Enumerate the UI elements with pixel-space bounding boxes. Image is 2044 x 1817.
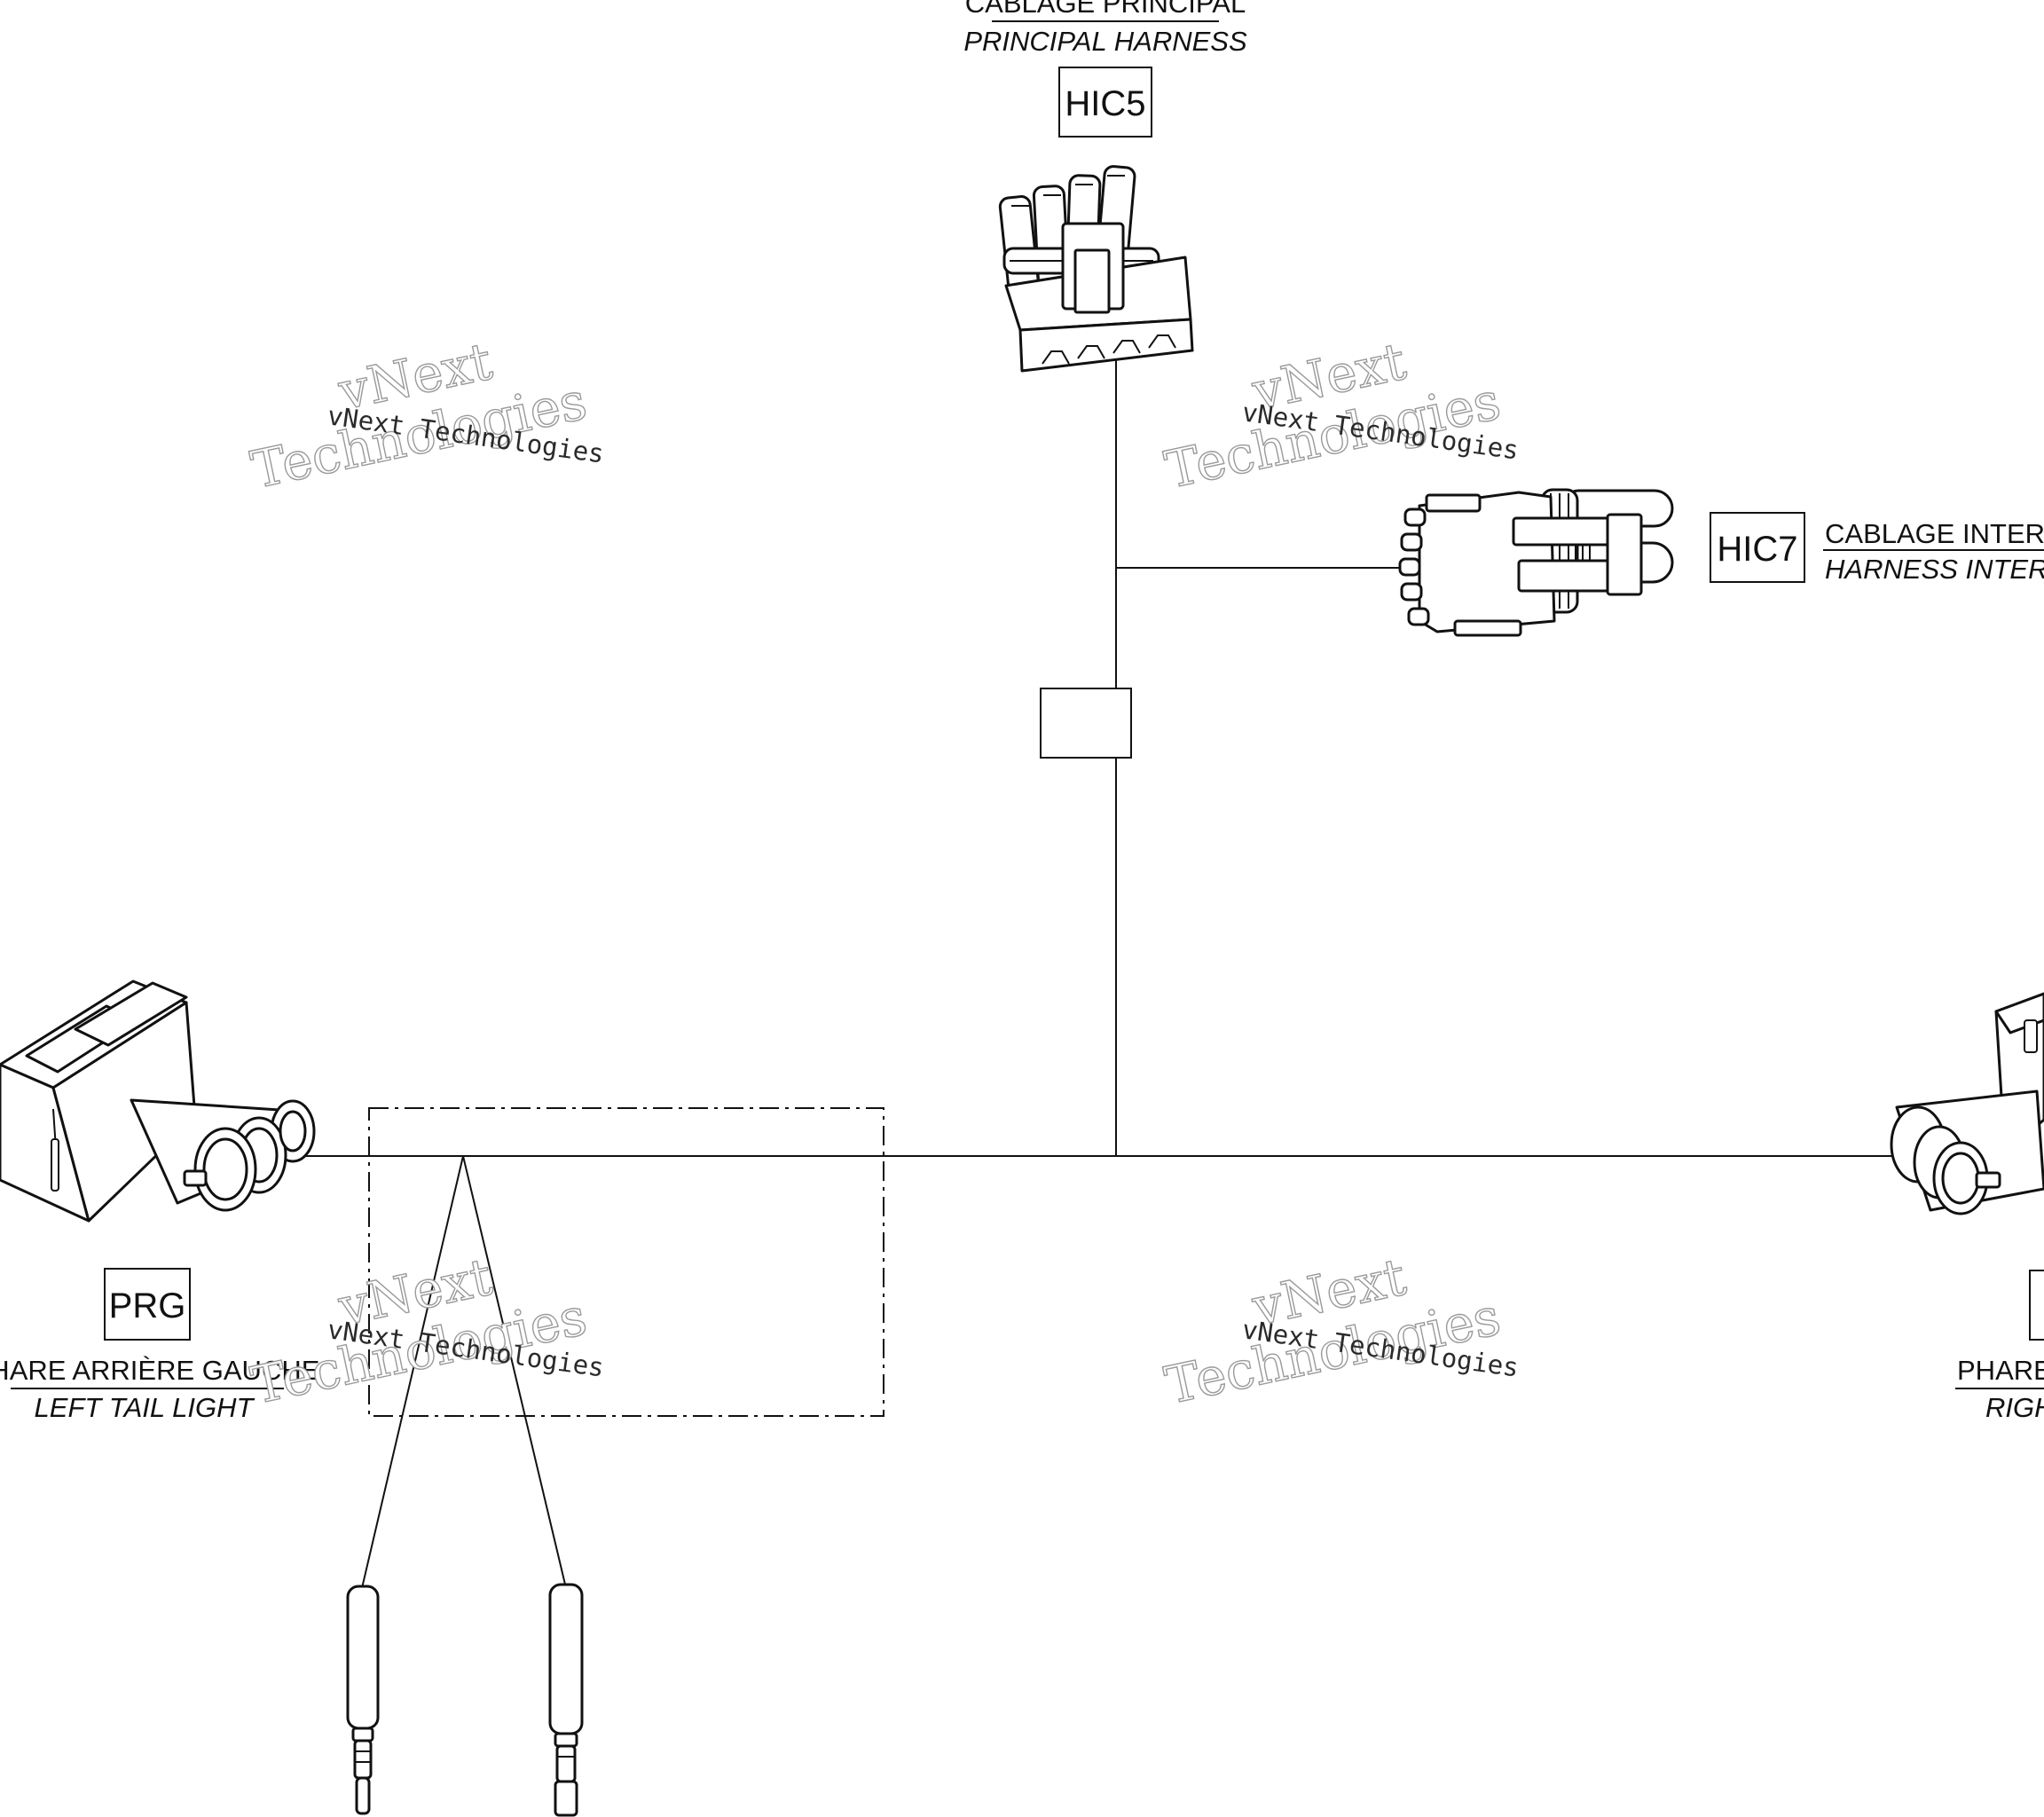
wires bbox=[302, 357, 1894, 1589]
pigtail-wire-right bbox=[462, 1155, 567, 1589]
hic5-tag-box bbox=[1058, 67, 1152, 138]
prg-tag: PRG bbox=[109, 1286, 186, 1325]
terminal-right-icon bbox=[548, 1583, 584, 1817]
watermark-bottom-left: vNext Technologies bbox=[246, 1246, 593, 1417]
terminal-left-icon bbox=[346, 1585, 380, 1815]
prg-tag-box bbox=[104, 1268, 191, 1341]
hic5-tag: HIC5 bbox=[1065, 84, 1145, 123]
hic7-tag: HIC7 bbox=[1717, 530, 1797, 569]
prd-label-fr: PHARE A bbox=[1957, 1355, 2044, 1386]
detail-zone bbox=[368, 1107, 884, 1417]
hic7-connector: HIC7 CABLAGE INTER-CO HARNESS INTER-CO bbox=[1398, 488, 2044, 637]
watermark-bottom-right: vNext Technologies bbox=[1160, 1246, 1506, 1417]
splice-box bbox=[1040, 688, 1132, 759]
prd-connector-icon bbox=[1890, 992, 2044, 1215]
prg-label-en: LEFT TAIL LIGHT bbox=[35, 1392, 256, 1423]
hic7-label-en: HARNESS INTER-CO bbox=[1825, 554, 2044, 585]
prd-label-en: RIGH bbox=[1985, 1392, 2044, 1423]
pigtail-wire-left bbox=[361, 1155, 464, 1589]
hic7-tag-box bbox=[1710, 512, 1805, 583]
hic7-label-fr: CABLAGE INTER-CO bbox=[1825, 518, 2044, 549]
prd-tag-box bbox=[2029, 1270, 2044, 1341]
prg-label-fr: PHARE ARRIÈRE GAUCHE bbox=[0, 1355, 319, 1386]
prg-connector: PRG PHARE ARRIÈRE GAUCHE LEFT TAIL LIGHT bbox=[0, 979, 319, 1423]
prd-connector: PHARE A RIGH bbox=[1890, 992, 2044, 1423]
hic5-connector-icon bbox=[998, 165, 1194, 373]
hic5-label-fr: CABLAGE PRINCIPAL bbox=[965, 0, 1246, 19]
pigtail-terminals bbox=[346, 1583, 584, 1817]
watermark-top-left: vNext Technologies bbox=[246, 330, 593, 501]
watermark-top-right: vNext Technologies bbox=[1160, 330, 1506, 501]
prg-connector-icon bbox=[0, 979, 316, 1223]
hic7-connector-icon bbox=[1398, 488, 1674, 637]
hic5-label-en: PRINCIPAL HARNESS bbox=[963, 26, 1247, 57]
hic5-connector: HIC5 CABLAGE PRINCIPAL PRINCIPAL HARNESS bbox=[963, 0, 1247, 373]
